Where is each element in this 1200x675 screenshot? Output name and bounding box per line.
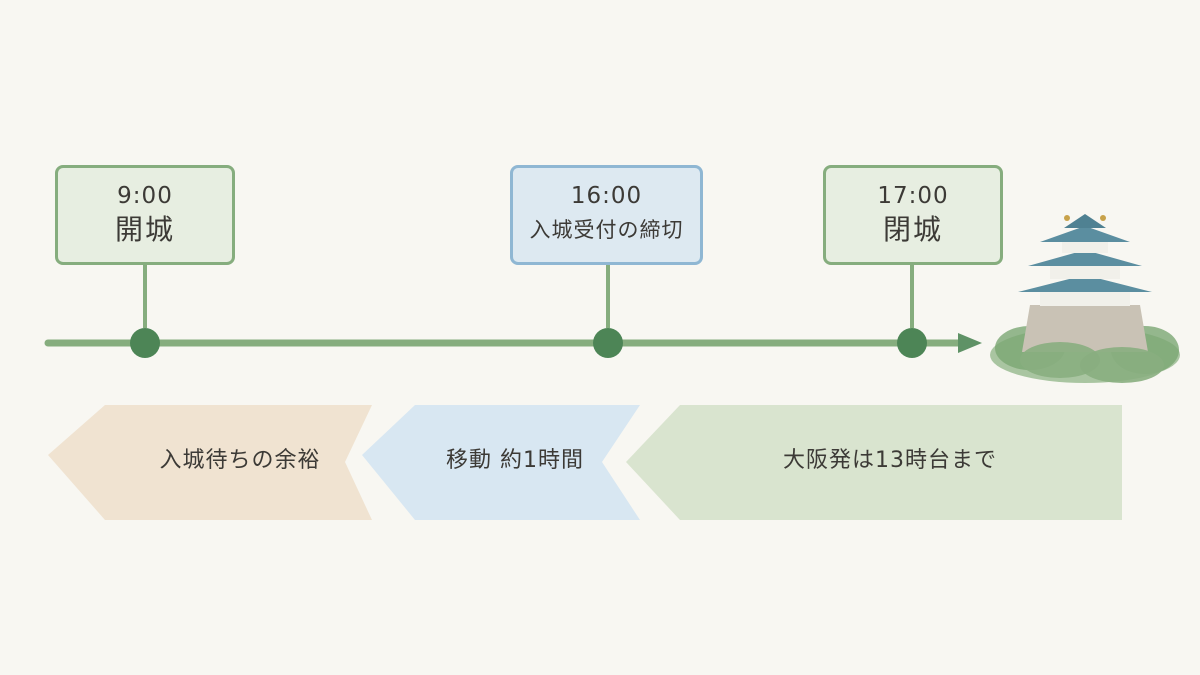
milestone-box-closing: 17:00 閉城 xyxy=(823,165,1003,265)
arrow-tan-shape xyxy=(48,405,372,520)
osaka-castle-icon xyxy=(990,214,1180,383)
timeline-arrowhead xyxy=(958,333,982,353)
arrow-label-waiting: 入城待ちの余裕 xyxy=(159,448,321,473)
arrow-label-departure: 大阪発は13時台まで xyxy=(783,448,997,473)
timeline-dot-opening xyxy=(130,328,160,358)
milestone-label: 入城受付の締切 xyxy=(529,218,684,242)
arrow-blue-shape xyxy=(362,405,640,520)
milestone-time: 9:00 xyxy=(117,183,173,209)
milestone-label: 開城 xyxy=(114,213,175,246)
milestone-time: 17:00 xyxy=(877,183,949,209)
timeline-dot-closing xyxy=(897,328,927,358)
timeline-dot-deadline xyxy=(593,328,623,358)
milestone-box-deadline: 16:00 入城受付の締切 xyxy=(510,165,703,265)
milestone-time: 16:00 xyxy=(570,183,643,209)
milestone-label: 閉城 xyxy=(882,213,943,246)
arrow-green-shape xyxy=(626,405,1122,520)
milestone-box-opening: 9:00 開城 xyxy=(55,165,235,265)
arrow-label-travel: 移動 約1時間 xyxy=(446,448,584,473)
